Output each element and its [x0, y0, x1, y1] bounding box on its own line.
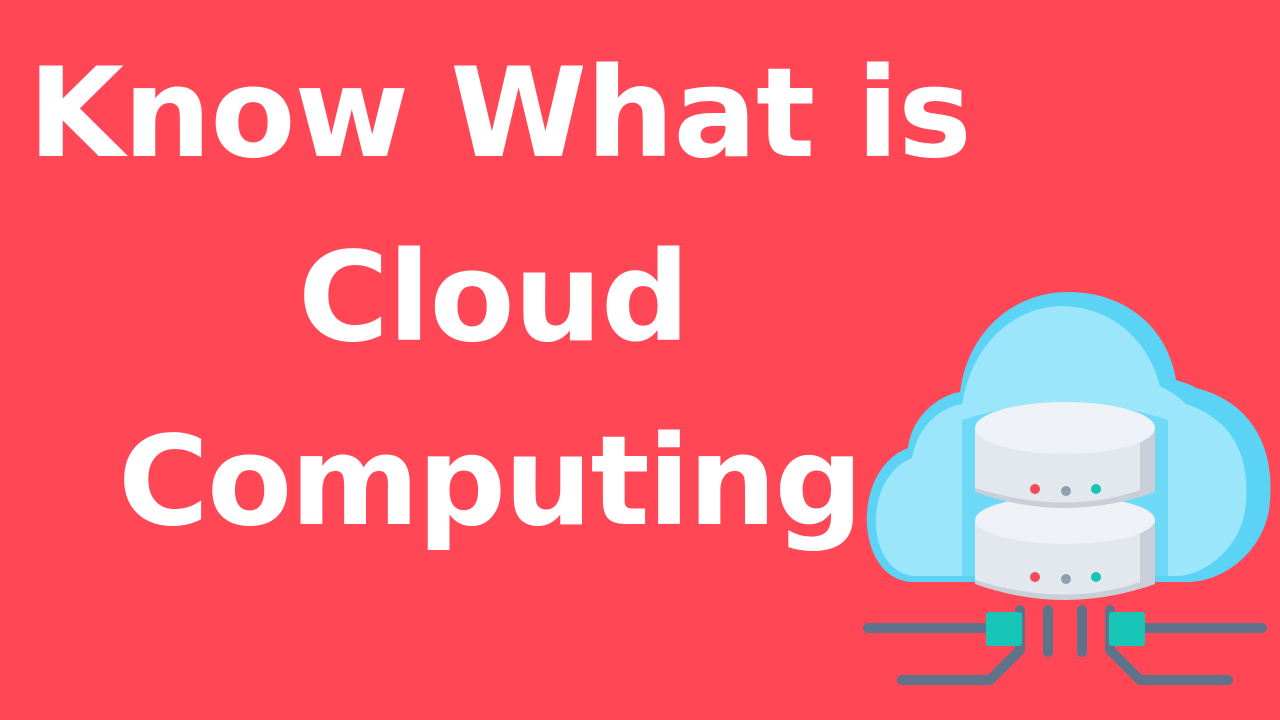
server-disk-bottom-icon [975, 496, 1155, 600]
network-wires-icon [863, 605, 1267, 685]
connector-icon [986, 612, 1145, 646]
server-disk-top-icon [975, 402, 1155, 508]
title-line-3: Computing [118, 410, 863, 554]
title-line-2: Cloud [298, 226, 690, 370]
title-line-1: Know What is [28, 42, 972, 186]
